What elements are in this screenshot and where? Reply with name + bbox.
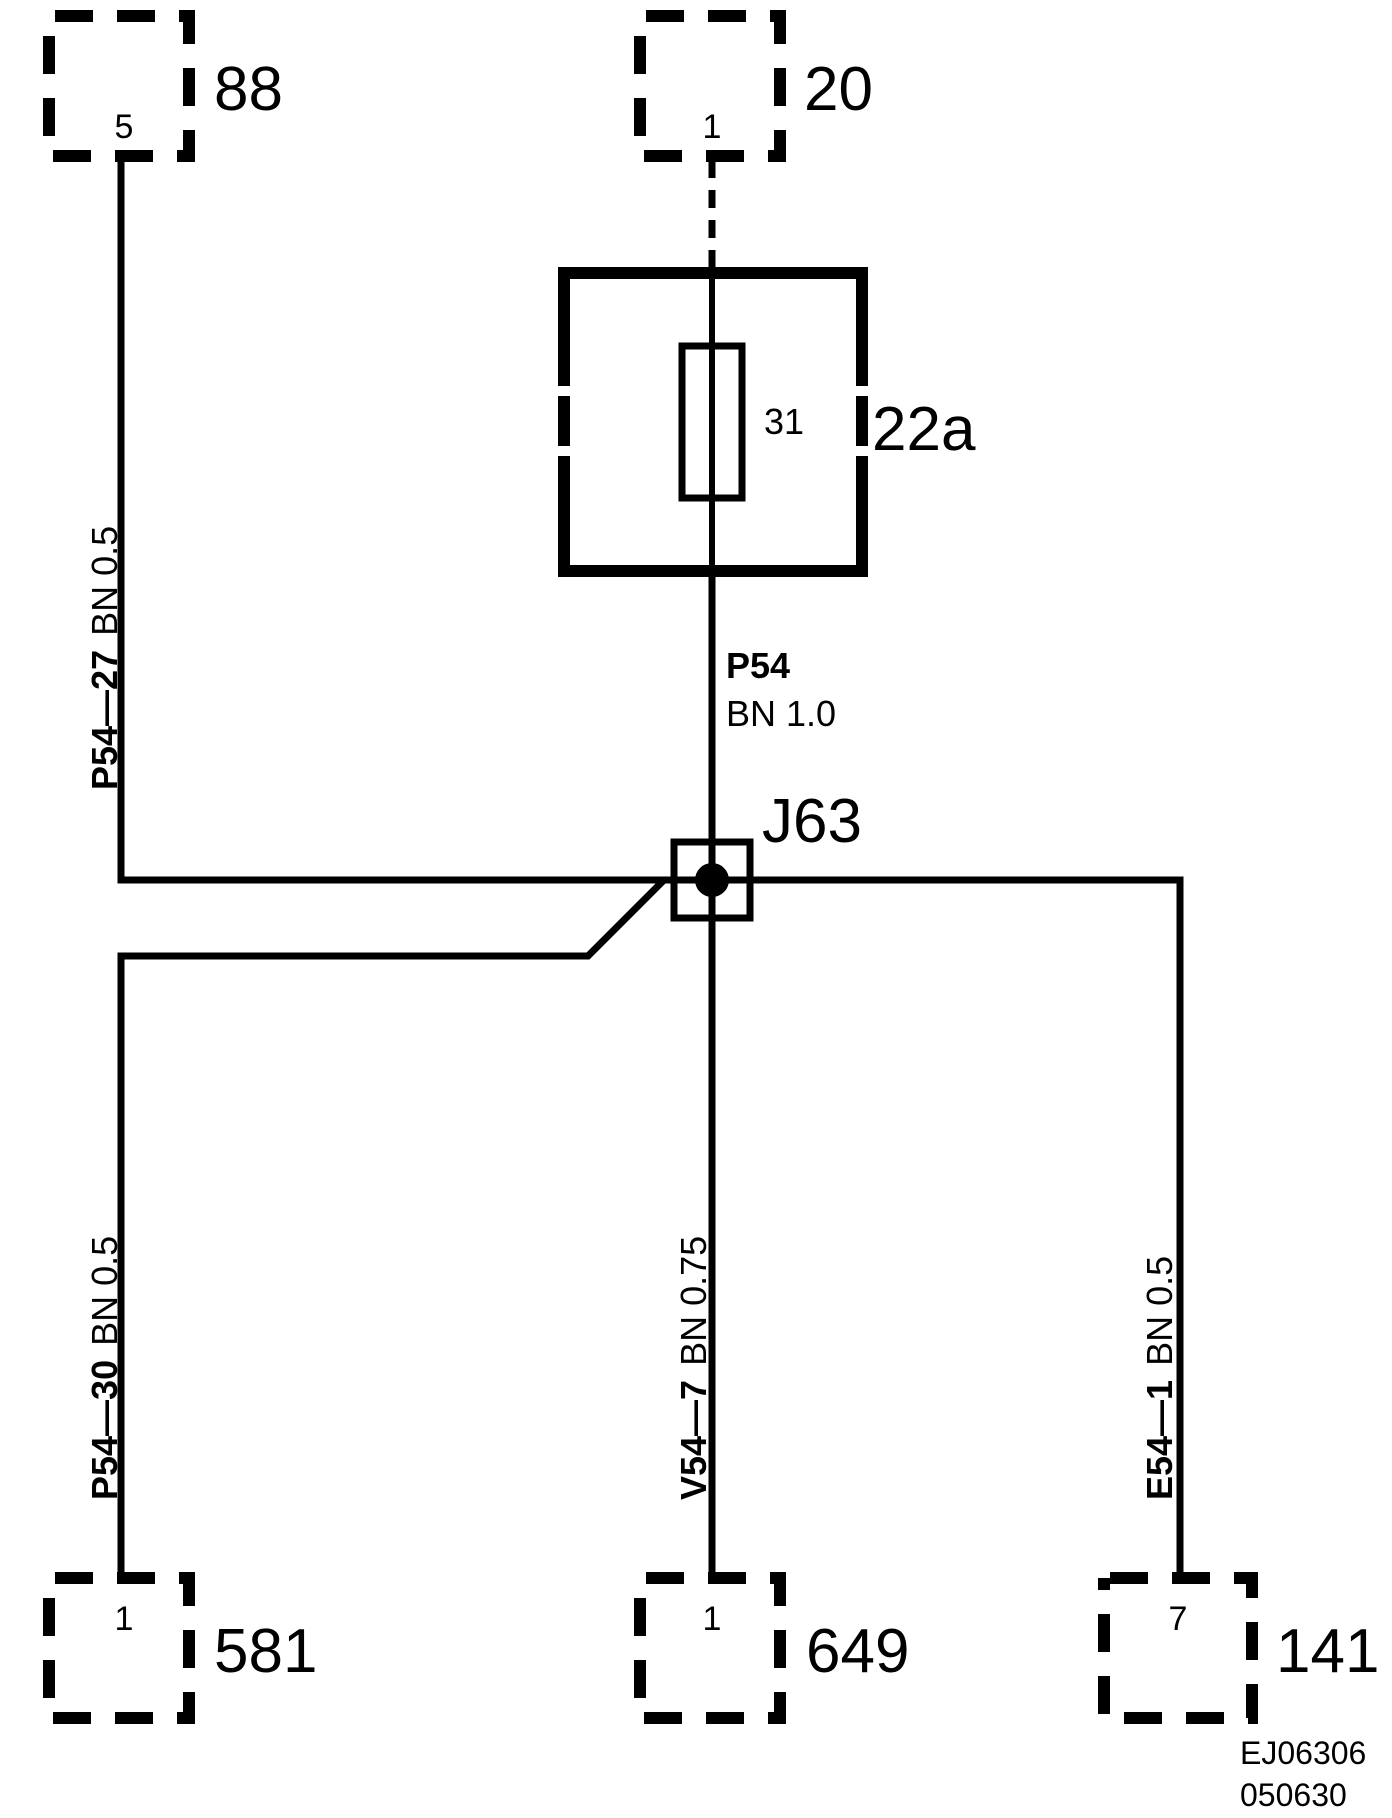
- connector-649[interactable]: 1 649: [634, 1572, 909, 1724]
- wire-141-id: E54—1: [1139, 1380, 1180, 1500]
- reference-code: EJ06306 050630: [1240, 1735, 1366, 1813]
- connector-581[interactable]: 1 581: [43, 1572, 317, 1724]
- connector-20[interactable]: 1 20: [634, 10, 873, 162]
- connector-20-label: 20: [804, 55, 873, 124]
- reference-line-2: 050630: [1240, 1777, 1347, 1813]
- wire-649-id: V54—7: [673, 1380, 714, 1500]
- svg-text:E54—1BN 0.5: E54—1 BN 0.5: [1139, 1256, 1180, 1500]
- connector-88-label: 88: [214, 55, 283, 124]
- junction-label: J63: [762, 787, 862, 856]
- wire-88-spec: BN 0.5: [84, 526, 125, 636]
- wire-88-id: P54—27: [84, 650, 125, 790]
- wire-junction-141: [712, 876, 1184, 1582]
- connector-141-pin: 7: [1169, 1600, 1188, 1638]
- svg-text:P54—30BN 0.5: P54—30 BN 0.5: [84, 1236, 125, 1500]
- connector-20-pin: 1: [703, 108, 722, 146]
- wire-581-spec: BN 0.5: [84, 1236, 125, 1346]
- connector-141-label: 141: [1276, 1617, 1379, 1686]
- wire-20-spec: BN 1.0: [726, 693, 836, 734]
- wire-88-junction: [117, 160, 712, 884]
- connector-581-pin: 1: [115, 1600, 134, 1638]
- wire-141-spec: BN 0.5: [1139, 1256, 1180, 1366]
- connector-581-label: 581: [214, 1617, 317, 1686]
- wire-649-spec: BN 0.75: [673, 1236, 714, 1366]
- connector-141[interactable]: 7 141: [1098, 1572, 1379, 1724]
- wire-20-id: P54: [726, 645, 790, 686]
- fuse-block-22a[interactable]: 31 22a: [555, 267, 976, 577]
- connector-649-label: 649: [806, 1617, 909, 1686]
- wire-581-id: P54—30: [84, 1360, 125, 1500]
- connector-649-pin: 1: [703, 1600, 722, 1638]
- junction-j63[interactable]: J63: [670, 787, 862, 922]
- connector-88-pin: 5: [115, 108, 134, 146]
- svg-text:P54—27BN 0.5: P54—27 BN 0.5: [84, 526, 125, 790]
- wire-label-88: P54—27 BN 0.5: [84, 526, 125, 790]
- fuse-label: 22a: [872, 395, 976, 464]
- connector-88[interactable]: 5 88: [43, 10, 283, 162]
- svg-text:V54—7BN 0.75: V54—7 BN 0.75: [673, 1236, 714, 1500]
- wire-label-581: P54—30 BN 0.5: [84, 1236, 125, 1500]
- fuse-number: 31: [764, 401, 804, 442]
- reference-line-1: EJ06306: [1240, 1735, 1366, 1771]
- wire-label-649: V54—7 BN 0.75: [673, 1236, 714, 1500]
- wire-label-141: E54—1 BN 0.5: [1139, 1256, 1180, 1500]
- wire-junction-581: [117, 876, 712, 1582]
